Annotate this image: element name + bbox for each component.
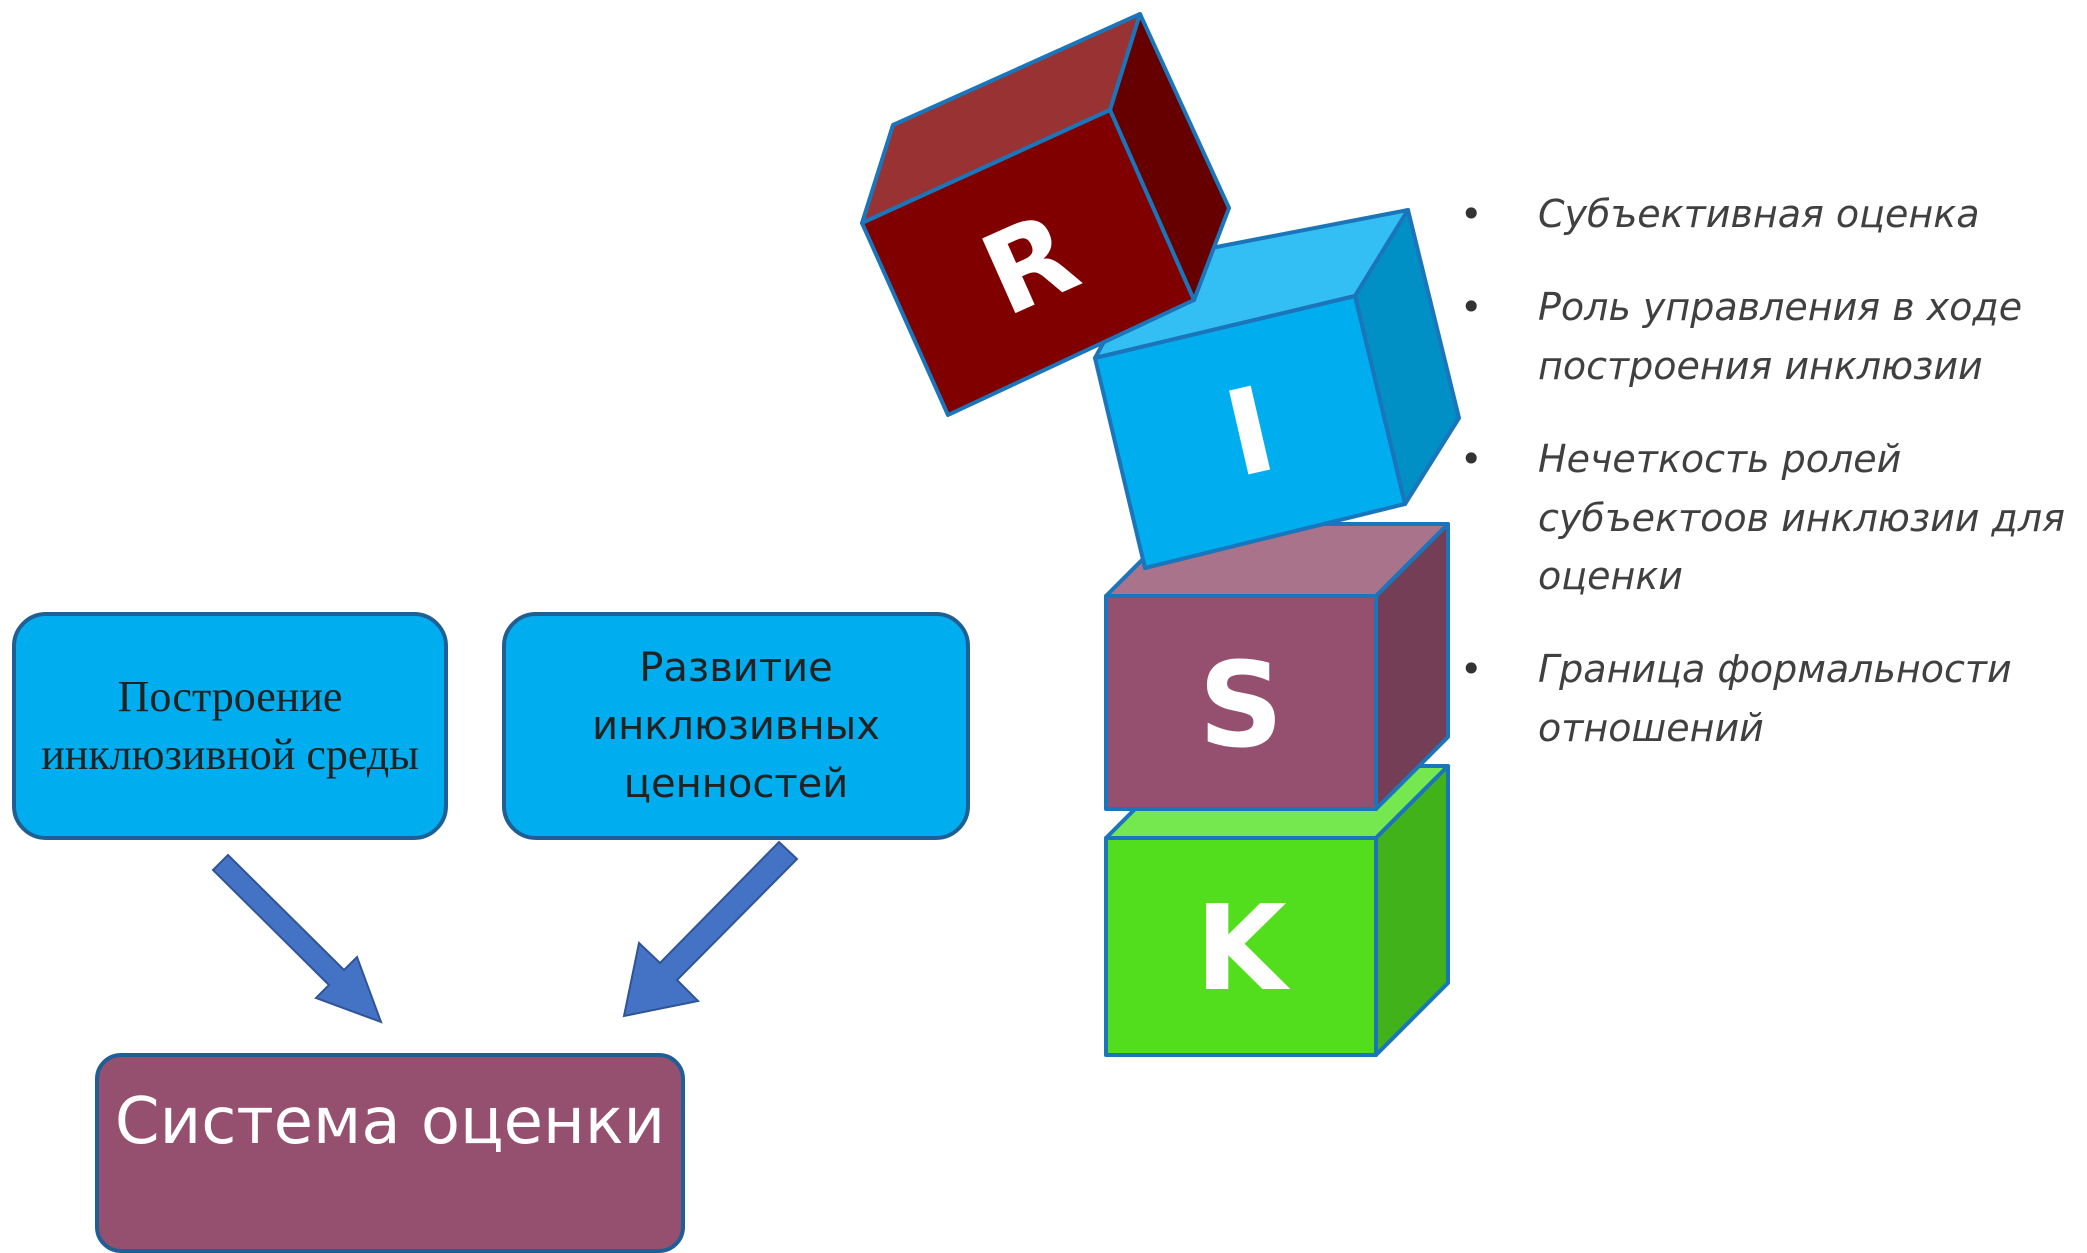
cube-s <box>1104 522 1450 811</box>
assessment-system-box: Система оценки <box>95 1053 685 1253</box>
bullet-dot-icon: • <box>1460 192 1483 236</box>
develop-inclusive-values-box: Развитие инклюзивных ценностей <box>502 612 970 840</box>
arrow-right <box>622 840 799 1018</box>
bullet-item: • Роль управления в ходе построения инклю… <box>1456 278 2087 396</box>
arrow-left <box>211 853 383 1024</box>
risk-bullet-list: • Субъективная оценка • Роль управления в … <box>1456 185 2087 792</box>
build-inclusive-environment-label: Построение инклюзивной среды <box>41 671 419 779</box>
bullet-text: Субъективная оценка <box>1538 192 1980 236</box>
bullet-text: Роль управления в ходе построения инклюз… <box>1538 284 2023 388</box>
bullet-item: • Субъективная оценка <box>1456 185 2087 244</box>
build-inclusive-environment-box: Построение инклюзивной среды <box>12 612 448 840</box>
cube-r <box>860 12 1231 417</box>
bullet-item: • Граница формальности отношений <box>1456 640 2087 758</box>
cube-k-letter: K <box>1195 879 1291 1017</box>
bullet-dot-icon: • <box>1460 647 1483 692</box>
bullet-dot-icon: • <box>1460 284 1483 329</box>
develop-inclusive-values-label: Развитие инклюзивных ценностей <box>592 645 880 807</box>
assessment-system-label: Система оценки <box>114 1085 666 1159</box>
cube-s-letter: S <box>1199 636 1284 774</box>
bullet-dot-icon: • <box>1460 436 1483 481</box>
bullet-text: Нечеткость ролей субъектоов инклюзии для… <box>1538 436 2065 599</box>
cube-i <box>1093 208 1461 570</box>
bullet-item: • Нечеткость ролей субъектоов инклюзии дл… <box>1456 430 2087 607</box>
bullet-text: Граница формальности отношений <box>1538 647 2012 751</box>
